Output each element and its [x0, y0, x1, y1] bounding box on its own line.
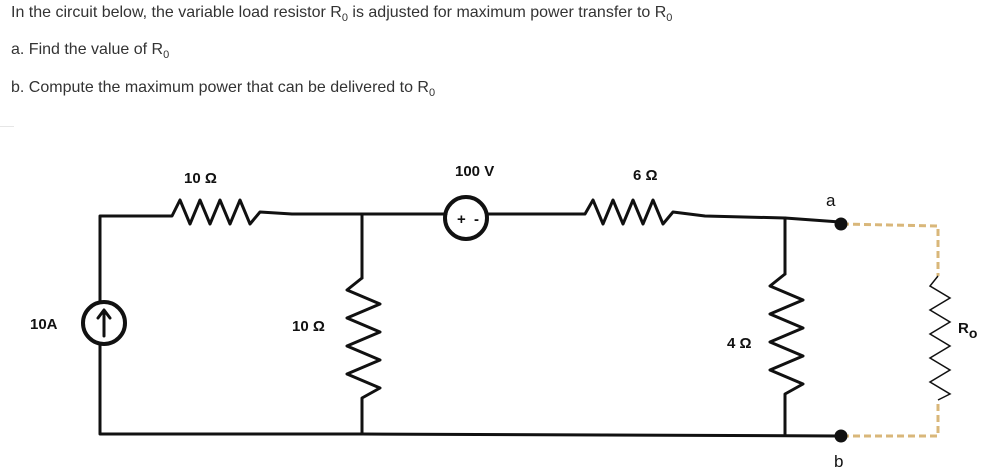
current-arrow-head	[96, 308, 112, 320]
voltage-source	[443, 195, 489, 241]
resistor-r2	[345, 276, 382, 436]
resistor-r3	[573, 198, 842, 226]
terminal-a-label: a	[826, 191, 836, 210]
question-intro: In the circuit below, the variable load …	[11, 4, 673, 25]
r4-label: 4 Ω	[727, 335, 752, 352]
load-wire-bottom	[842, 400, 940, 438]
r3-label: 6 Ω	[633, 167, 658, 184]
wire-bottom	[360, 432, 842, 438]
wire-left-bottom	[98, 343, 364, 436]
question-part-a: a. Find the value of R0	[11, 41, 170, 62]
r1-label: 10 Ω	[184, 170, 217, 187]
wire-left-top	[98, 214, 164, 303]
load-label-sub: o	[969, 325, 978, 341]
terminal-b-label: b	[834, 452, 843, 471]
load-wire-top	[841, 222, 940, 276]
resistor-r1	[160, 198, 364, 226]
terminal-a-dot	[834, 217, 848, 231]
load-label: Ro	[958, 320, 977, 341]
vsrc-plus: +	[457, 211, 466, 228]
vsrc-label: 100 V	[455, 163, 494, 180]
isrc-label: 10A	[30, 316, 58, 333]
question-part-b: b. Compute the maximum power that can be…	[11, 79, 436, 100]
load-resistor-ro	[928, 275, 952, 401]
divider	[0, 126, 14, 127]
r2-label: 10 Ω	[292, 318, 325, 335]
load-label-r: R	[958, 320, 969, 337]
current-source	[81, 300, 127, 346]
vsrc-minus: -	[474, 211, 479, 228]
terminal-b-dot	[834, 429, 848, 443]
resistor-r4	[768, 272, 805, 436]
